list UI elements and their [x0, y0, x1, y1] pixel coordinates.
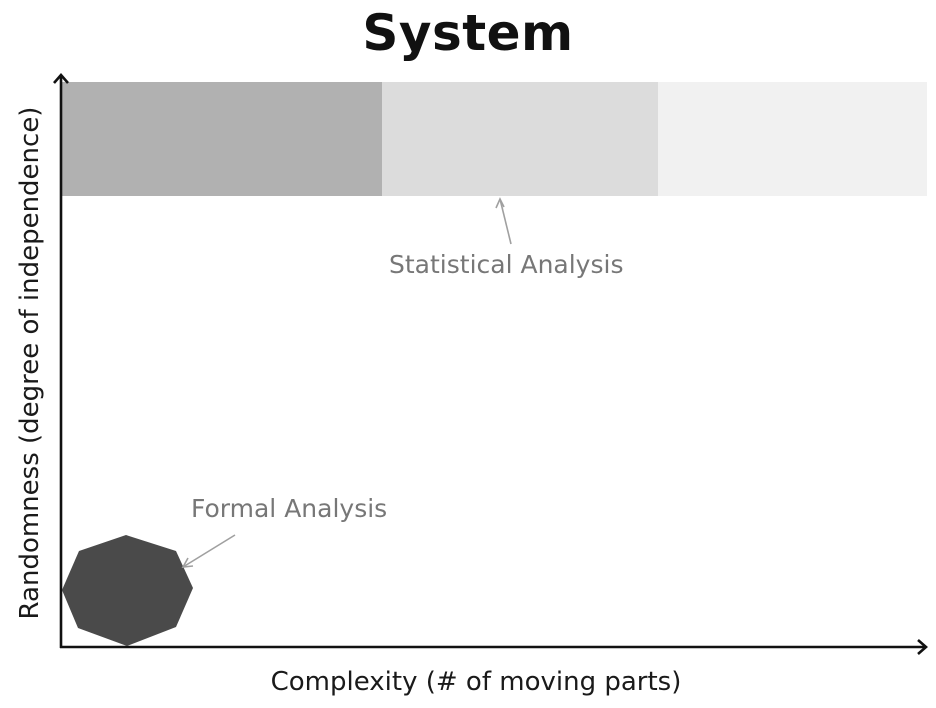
x-axis: [60, 639, 928, 655]
band-dark: [62, 82, 382, 196]
formal-arrow-icon: [181, 534, 236, 568]
statistical-arrow-icon: [495, 197, 512, 245]
statistical-analysis-label: Statistical Analysis: [389, 250, 624, 279]
y-axis-label: Randomness (degree of independence): [15, 106, 45, 620]
y-axis: [53, 73, 69, 648]
diagram-title: System: [362, 4, 574, 62]
band-medium: [382, 82, 658, 196]
x-axis-label: Complexity (# of moving parts): [270, 667, 682, 697]
formal-analysis-label: Formal Analysis: [191, 494, 388, 523]
formal-analysis-octagon: [62, 535, 193, 646]
band-light: [658, 82, 927, 196]
